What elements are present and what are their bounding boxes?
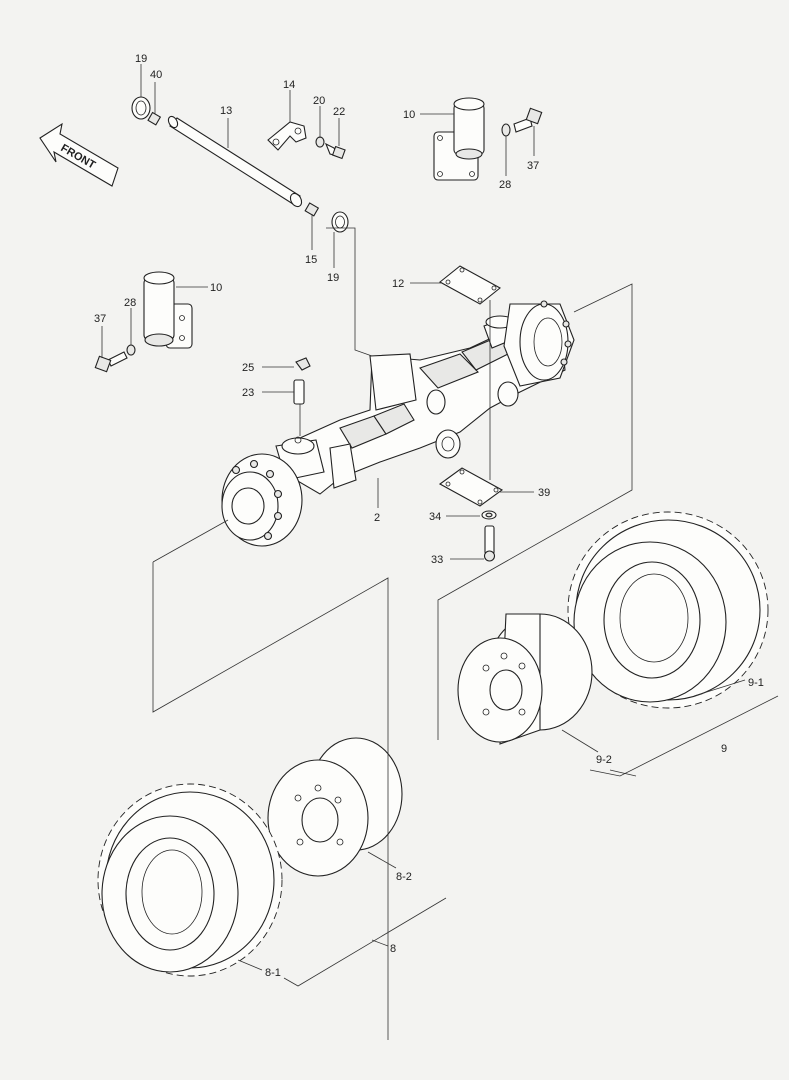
part-37-bolt-upper — [513, 107, 543, 133]
part-10-cylinder-upper — [433, 97, 485, 181]
part-39-pad-plate — [438, 467, 504, 507]
part-9-1-tire — [567, 511, 769, 709]
leader-lines — [101, 64, 779, 987]
callout-labels: 19 40 13 14 20 22 10 37 28 15 19 10 28 3… — [94, 53, 764, 979]
callout-10-lower: 10 — [210, 282, 222, 294]
callout-9-2: 9-2 — [596, 754, 612, 766]
part-10-cylinder-lower — [143, 271, 193, 349]
callout-8: 8 — [390, 943, 396, 955]
callout-15: 15 — [305, 254, 317, 266]
part-9-2-rim — [457, 613, 593, 745]
part-14-bracket — [267, 121, 307, 151]
part-37-bolt-lower — [94, 351, 128, 373]
callout-9: 9 — [721, 743, 727, 755]
callout-22: 22 — [333, 106, 345, 118]
part-28-washer-lower — [126, 344, 136, 356]
part-33-bolt — [483, 525, 496, 562]
part-15-grease-fitting — [304, 202, 320, 217]
part-12-pad-plate — [439, 265, 501, 305]
part-19-o-ring — [131, 96, 151, 120]
callout-37-lower: 37 — [94, 313, 106, 325]
part-40-fitting — [147, 111, 162, 126]
callout-39: 39 — [538, 487, 550, 499]
callout-2: 2 — [374, 512, 380, 524]
part-13-pin — [167, 115, 303, 208]
callout-13: 13 — [220, 105, 232, 117]
callout-20: 20 — [313, 95, 325, 107]
callout-28-lower: 28 — [124, 297, 136, 309]
callout-8-2: 8-2 — [396, 871, 412, 883]
part-28-washer-upper — [501, 123, 511, 137]
callout-19-lower: 19 — [327, 272, 339, 284]
part-19-o-ring-lower — [331, 211, 349, 233]
callout-28-upper: 28 — [499, 179, 511, 191]
part-22-bolt — [324, 142, 346, 160]
callout-40: 40 — [150, 69, 162, 81]
part-34-washer — [481, 510, 497, 520]
part-25-grease-nipple — [295, 357, 311, 371]
callout-10-upper: 10 — [403, 109, 415, 121]
assembly-boundary-lines — [152, 227, 633, 1040]
callout-19-upper: 19 — [135, 53, 147, 65]
part-2-steer-axle-assembly — [221, 300, 575, 547]
callout-9-1: 9-1 — [748, 677, 764, 689]
callout-33: 33 — [431, 554, 443, 566]
callout-37-upper: 37 — [527, 160, 539, 172]
callout-12: 12 — [392, 278, 404, 290]
part-23-spacer — [293, 379, 305, 405]
callout-25: 25 — [242, 362, 254, 374]
part-8-2-rim — [267, 737, 403, 877]
callout-34: 34 — [429, 511, 441, 523]
callout-23: 23 — [242, 387, 254, 399]
part-20-washer — [315, 136, 325, 148]
part-8-1-tire — [97, 783, 283, 977]
callout-8-1: 8-1 — [265, 967, 281, 979]
callout-14: 14 — [283, 79, 295, 91]
front-direction-arrow: FRONT — [39, 122, 119, 187]
